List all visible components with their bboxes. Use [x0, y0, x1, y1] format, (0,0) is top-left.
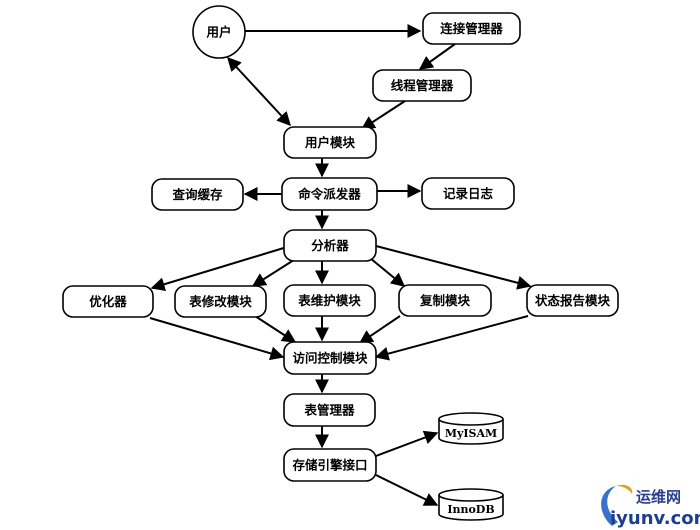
- node-user-module-label: 用户模块: [304, 135, 356, 150]
- node-innodb-cylinder: InnoDB: [438, 488, 504, 521]
- node-log-record: 记录日志: [421, 177, 515, 210]
- node-query-cache-label: 查询缓存: [171, 187, 223, 202]
- node-table-modify-label: 表修改模块: [188, 294, 252, 309]
- edge-storage-engine-to-myisam: [375, 430, 439, 457]
- watermark-logo: 运维网 iyunv.com: [601, 484, 700, 529]
- edge-thread-mgr-to-user-module: [360, 100, 406, 130]
- watermark-line2: iyunv.com: [610, 508, 700, 529]
- node-conn-mgr: 连接管理器: [422, 12, 521, 45]
- node-parser-label: 分析器: [311, 238, 349, 253]
- edge-parser-to-replication: [369, 257, 406, 287]
- node-user-label: 用户: [205, 25, 231, 40]
- node-optimizer-label: 优化器: [89, 294, 127, 309]
- node-status-report-label: 状态报告模块: [535, 293, 611, 308]
- node-cmd-dispatcher: 命令派发器: [281, 177, 378, 211]
- node-table-maintain: 表维护模块: [283, 284, 376, 317]
- watermark-swoosh-icon: [601, 486, 618, 526]
- node-log-record-label: 记录日志: [443, 186, 494, 201]
- node-innodb-label: InnoDB: [447, 503, 494, 516]
- node-access-control: 访问控制模块: [283, 341, 377, 375]
- edge-optimizer-to-access-control: [149, 317, 285, 361]
- node-access-control-label: 访问控制模块: [292, 351, 368, 366]
- edge-conn-mgr-to-thread-mgr: [418, 43, 456, 70]
- node-status-report: 状态报告模块: [526, 284, 619, 317]
- edge-parser-to-table-modify: [251, 257, 298, 287]
- edges: [149, 24, 532, 506]
- edge-parser-to-status-report: [375, 245, 532, 290]
- node-table-mgr: 表管理器: [283, 393, 376, 427]
- node-cmd-dispatcher-label: 命令派发器: [297, 187, 361, 202]
- node-storage-engine-label: 存储引擎接口: [291, 458, 367, 473]
- node-query-cache: 查询缓存: [151, 178, 244, 211]
- node-myisam-cylinder: MyISAM: [438, 412, 504, 445]
- node-optimizer: 优化器: [62, 285, 154, 318]
- node-thread-mgr: 线程管理器: [372, 69, 472, 102]
- edge-storage-engine-to-innodb: [375, 474, 439, 506]
- node-user: 用户: [192, 5, 246, 59]
- node-table-maintain-label: 表维护模块: [297, 293, 361, 308]
- edge-table-modify-to-access-control: [254, 315, 297, 343]
- edge-parser-to-optimizer: [150, 246, 288, 292]
- node-thread-mgr-label: 线程管理器: [391, 78, 454, 93]
- edge-status-report-to-access-control: [374, 315, 529, 361]
- node-table-modify: 表修改模块: [174, 285, 267, 318]
- node-replication-label: 复制模块: [419, 293, 471, 308]
- node-table-mgr-label: 表管理器: [303, 403, 355, 418]
- node-myisam-label: MyISAM: [445, 427, 497, 440]
- node-parser: 分析器: [283, 229, 377, 262]
- node-user-module: 用户模块: [283, 126, 377, 159]
- watermark-swoosh-gold-icon: [616, 484, 633, 494]
- node-replication: 复制模块: [398, 284, 492, 317]
- node-storage-engine: 存储引擎接口: [283, 448, 377, 482]
- node-conn-mgr-label: 连接管理器: [440, 21, 503, 36]
- watermark-line1: 运维网: [636, 488, 681, 506]
- edge-replication-to-access-control: [358, 315, 401, 344]
- edge-user-to-user-module: [227, 56, 291, 127]
